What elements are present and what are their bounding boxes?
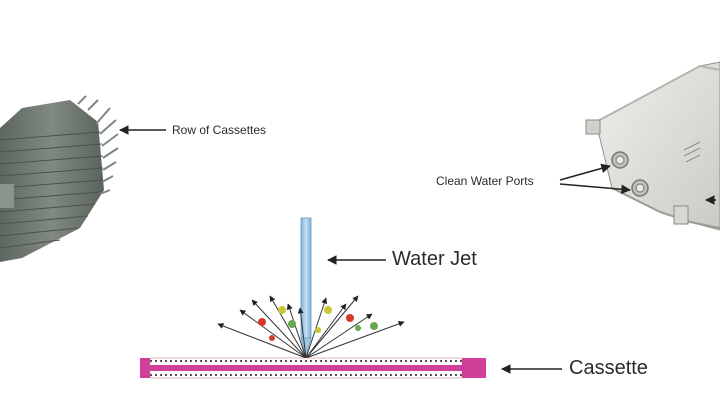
clean-water-port-arrow-lower	[559, 183, 631, 195]
cassette-module	[0, 95, 119, 262]
clean-water-ports-label: Clean Water Ports	[436, 174, 534, 188]
port-housing	[585, 61, 720, 231]
cassette	[140, 357, 486, 379]
clean-water-port-arrow-upper	[559, 163, 611, 181]
callout-arrows	[119, 125, 716, 374]
row-of-cassettes-label: Row of Cassettes	[172, 123, 267, 137]
water-jet	[300, 217, 312, 358]
cassette-label: Cassette	[569, 357, 648, 379]
debris-particles	[258, 306, 378, 341]
water-jet-label: Water Jet	[392, 248, 477, 270]
spray-lines	[217, 295, 405, 359]
